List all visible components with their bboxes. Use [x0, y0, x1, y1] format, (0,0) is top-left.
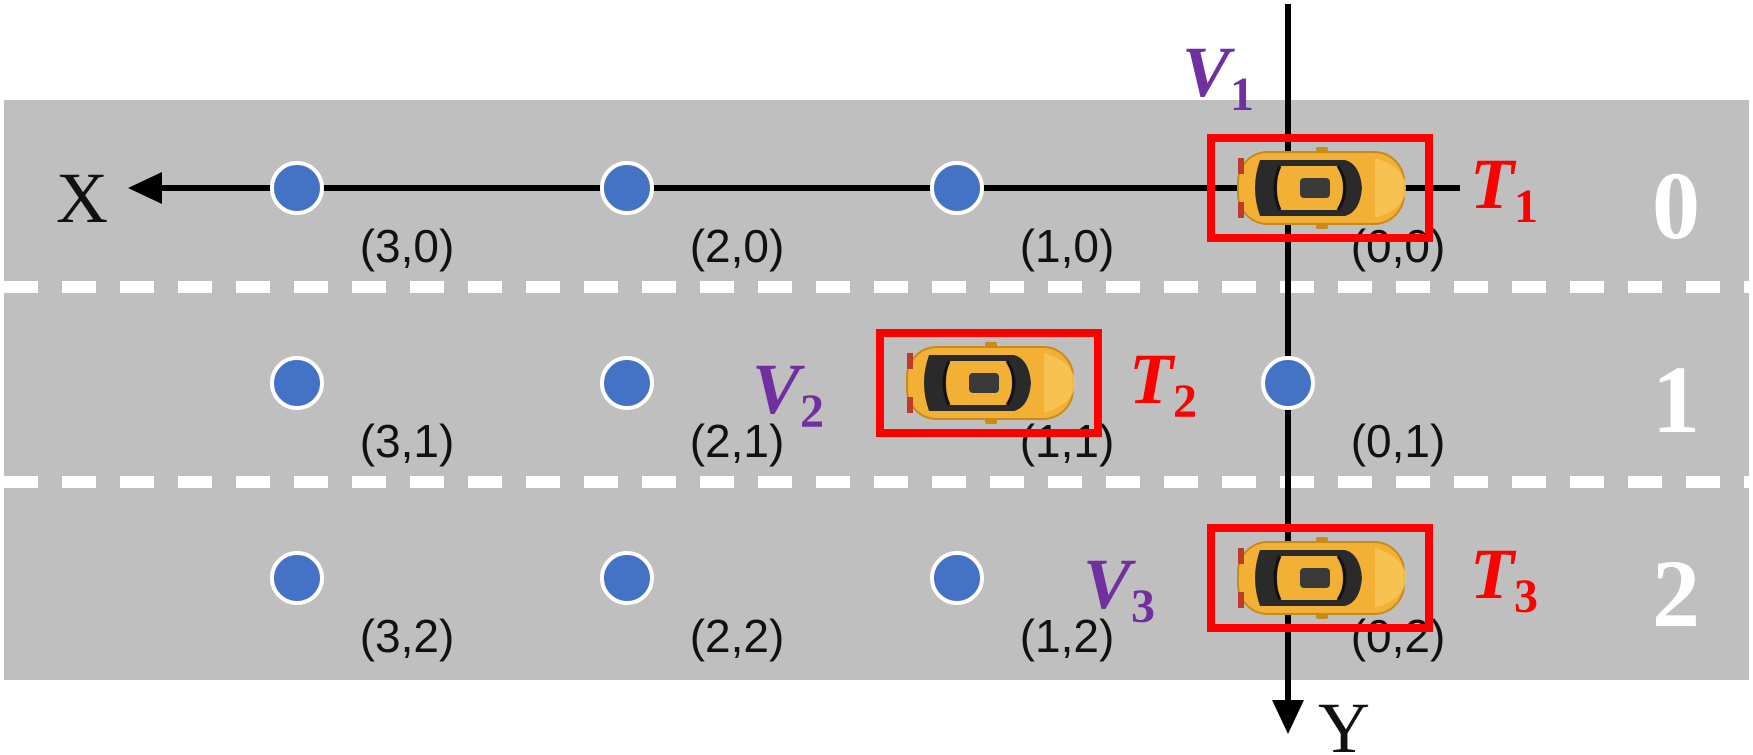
- grid-node-dot: [600, 161, 654, 215]
- vehicle-label: V1: [1182, 32, 1254, 121]
- grid-node-label: (0,1): [1351, 415, 1446, 467]
- target-label: T3: [1470, 534, 1538, 623]
- grid-node-dot: [270, 161, 324, 215]
- grid-node-dot: [270, 356, 324, 410]
- grid-node-label: (2,2): [690, 610, 785, 662]
- lane-number-2: 2: [1652, 540, 1700, 647]
- car-icon: [1236, 145, 1408, 231]
- grid-node-label: (1,0): [1020, 220, 1115, 272]
- target-label: T1: [1470, 144, 1538, 233]
- x-axis-label: X: [56, 158, 108, 238]
- lane-number-0: 0: [1652, 152, 1700, 259]
- grid-node-label: (3,1): [360, 415, 455, 467]
- y-axis-arrow: [1272, 700, 1304, 734]
- grid-node-label: (1,2): [1020, 610, 1115, 662]
- car-icon: [905, 340, 1077, 426]
- target-label: T2: [1129, 339, 1197, 428]
- grid-node-dot: [600, 551, 654, 605]
- grid-node-dot: [930, 161, 984, 215]
- grid-node-dot: [600, 356, 654, 410]
- grid-node-label: (2,0): [690, 220, 785, 272]
- y-axis-label: Y: [1318, 688, 1370, 755]
- vehicle-label: V2: [752, 349, 824, 438]
- target-box: [1207, 524, 1433, 632]
- grid-node-dot: [270, 551, 324, 605]
- car-icon: [1236, 535, 1408, 621]
- vehicle-label: V3: [1083, 544, 1155, 633]
- grid-node-label: (3,0): [360, 220, 455, 272]
- target-box: [1207, 134, 1433, 242]
- lane-number-1: 1: [1652, 346, 1700, 453]
- grid-node-dot: [1261, 356, 1315, 410]
- grid-nodes: (3,0)(2,0)(1,0)(0,0)(3,1)(2,1)(1,1)(0,1)…: [270, 161, 1446, 662]
- grid-node-dot: [930, 551, 984, 605]
- target-box: [876, 329, 1102, 437]
- x-axis-arrow: [128, 172, 162, 204]
- grid-node-label: (3,2): [360, 610, 455, 662]
- grid-node-label: (2,1): [690, 415, 785, 467]
